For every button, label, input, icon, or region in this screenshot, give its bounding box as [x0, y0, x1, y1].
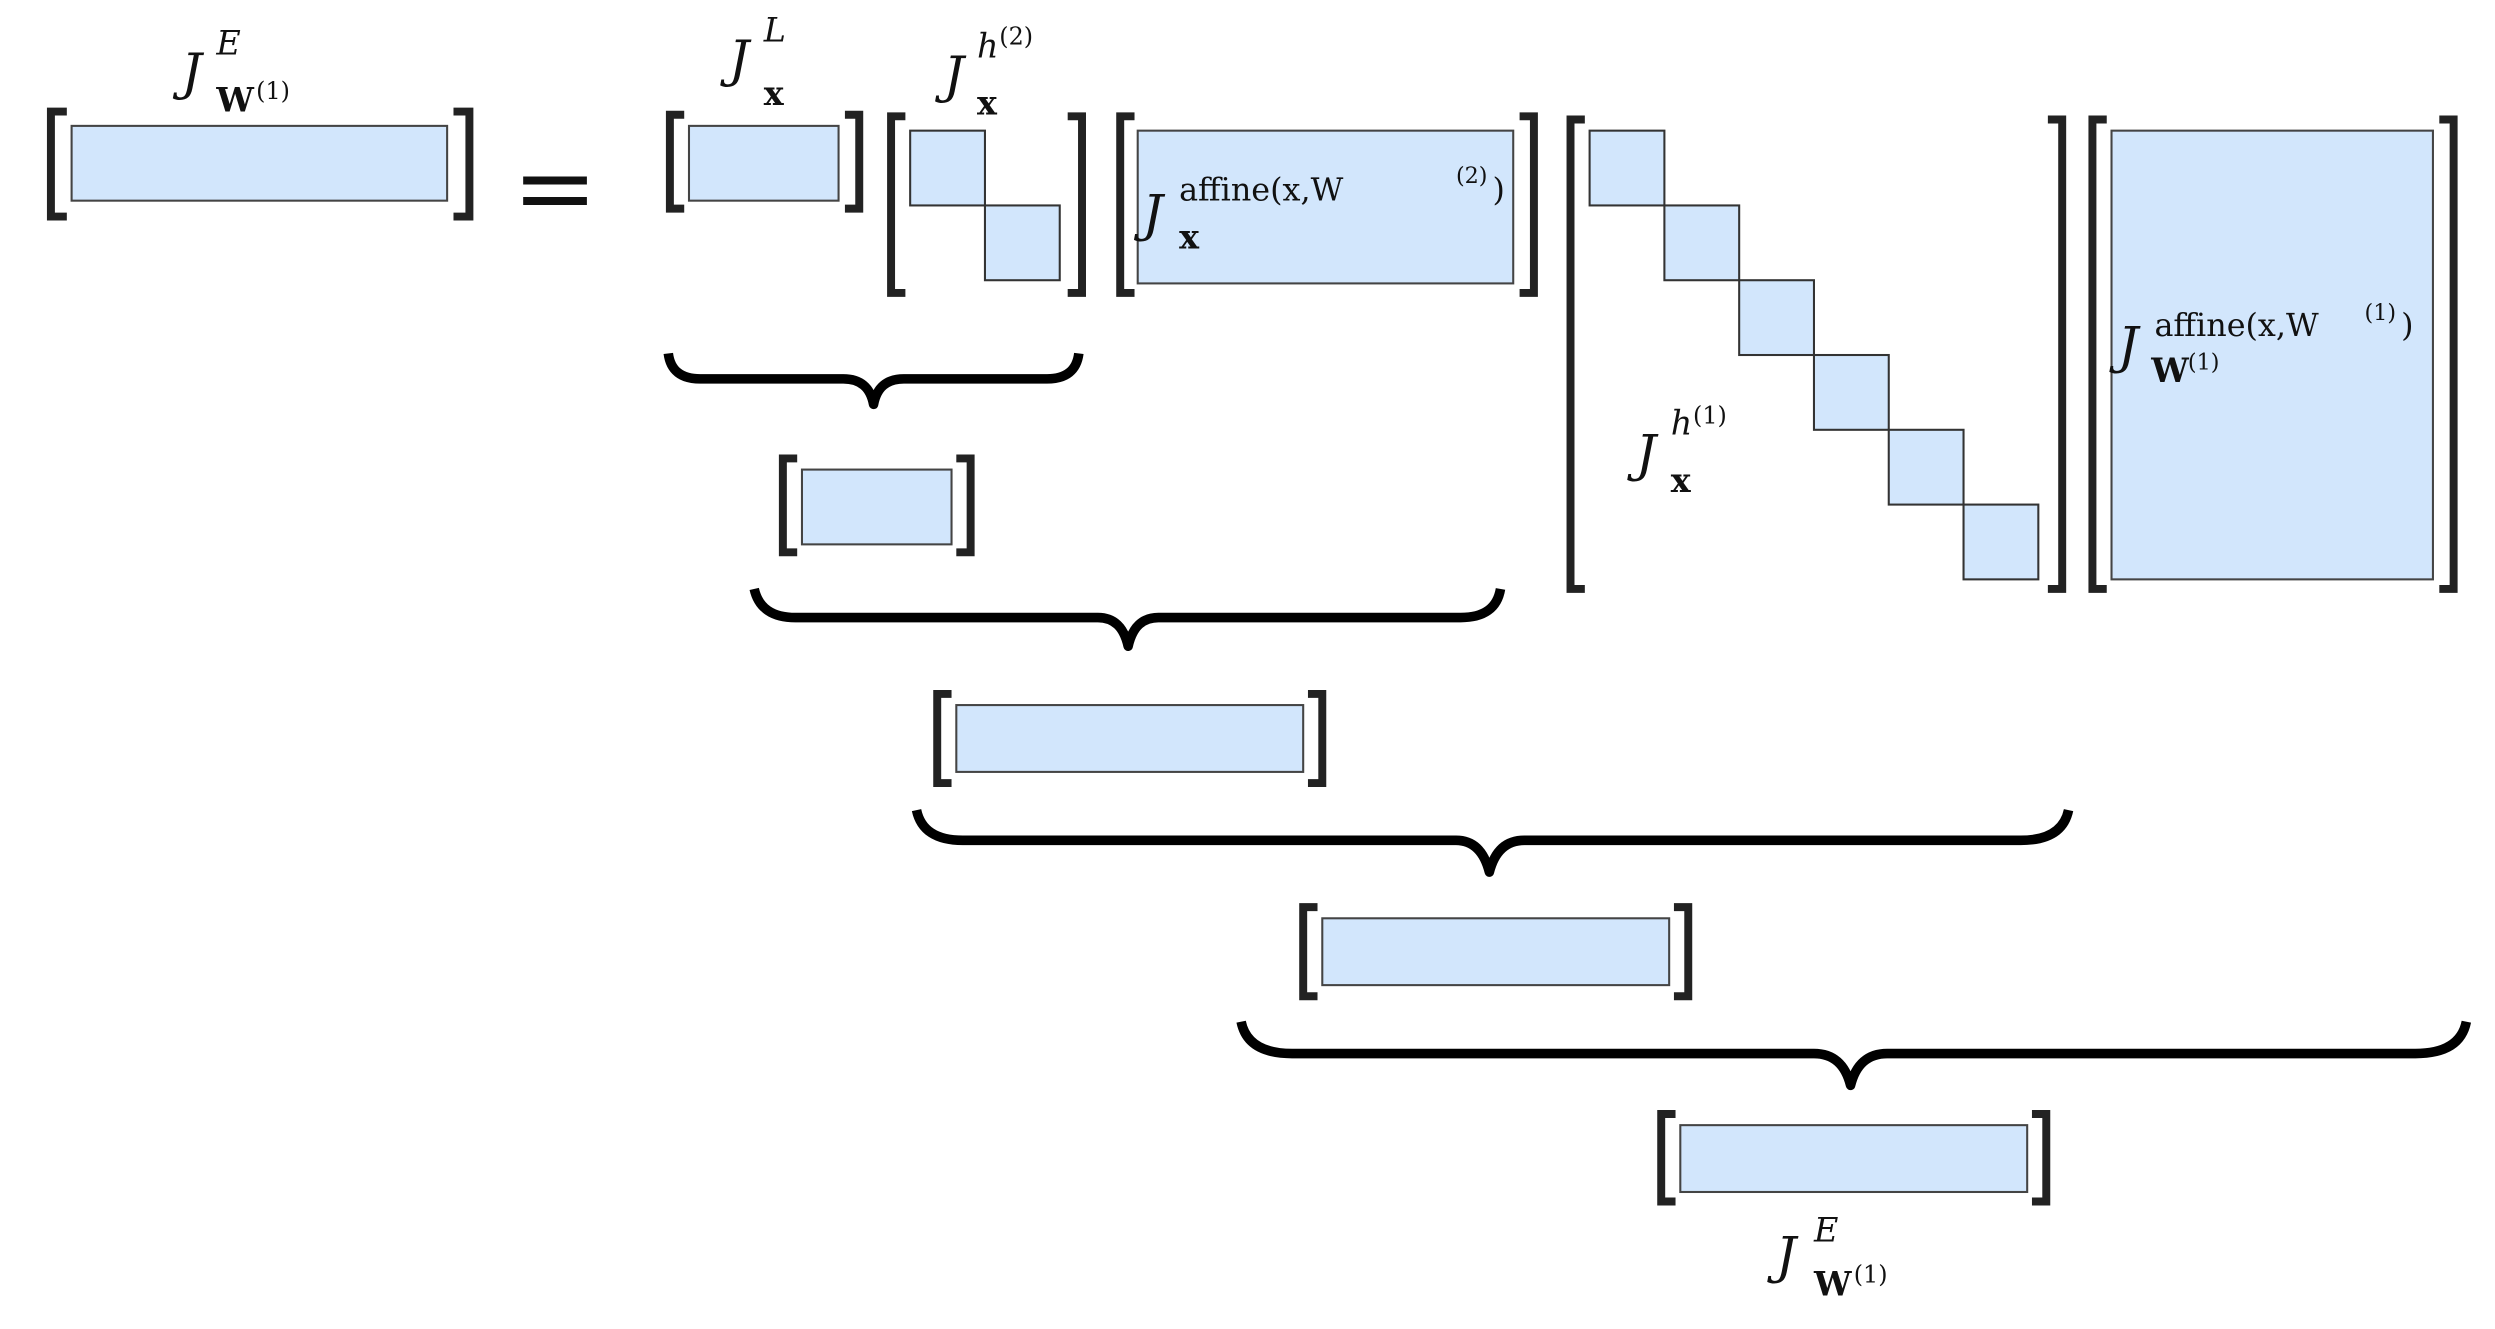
svg-text:(2): (2): [1456, 163, 1488, 189]
svg-text:E: E: [1813, 1210, 1838, 1249]
brace-1: [663, 352, 1084, 410]
svg-text:J: J: [1767, 1227, 1799, 1286]
jh1-matrix: [1566, 115, 2067, 593]
jaff1-matrix: [2088, 115, 2458, 593]
svg-text:affine(x,W: affine(x,W: [1179, 171, 1344, 209]
svg-text:x: x: [764, 74, 785, 113]
jh2-matrix: [887, 112, 1086, 297]
svg-text:W: W: [2150, 351, 2189, 390]
svg-text:J: J: [1627, 425, 1659, 484]
svg-text:x: x: [977, 84, 998, 123]
brace-4: [1236, 1020, 2472, 1091]
result-label: J E W (1): [1767, 1210, 1888, 1303]
svg-text:x: x: [1671, 461, 1692, 500]
svg-text:): ): [1493, 171, 1505, 209]
product-3-matrix: [1299, 903, 1693, 1001]
lhs-label: J E W (1): [172, 23, 290, 119]
svg-text:E: E: [215, 23, 240, 62]
jh2-label: J h (2) x: [935, 23, 1034, 123]
svg-text:): ): [2401, 306, 2413, 344]
jaff1-label: J affine(x,W (1) ) W (1): [2109, 300, 2414, 390]
svg-text:L: L: [763, 11, 786, 50]
svg-text:(1): (1): [256, 77, 290, 105]
svg-text:(2): (2): [999, 23, 1033, 51]
jaff2-label: J affine(x,W (2) ) x: [1133, 163, 1504, 256]
jh1-label: J h (1) x: [1627, 401, 1727, 499]
jl-matrix: [665, 110, 864, 213]
svg-text:W: W: [215, 81, 254, 120]
equals-sign: =: [512, 129, 597, 248]
brace-3: [911, 808, 2074, 877]
svg-text:(1): (1): [1854, 1261, 1888, 1289]
product-2-matrix: [933, 689, 1327, 788]
svg-text:W: W: [1813, 1264, 1852, 1303]
svg-text:h: h: [1671, 404, 1693, 443]
svg-text:J: J: [935, 46, 967, 105]
jaff2-matrix: [1116, 112, 1538, 297]
svg-text:h: h: [977, 26, 999, 65]
svg-text:(1): (1): [2188, 349, 2220, 375]
svg-text:J: J: [720, 31, 752, 90]
svg-text:x: x: [1179, 217, 1200, 256]
lhs-matrix: [46, 107, 474, 221]
svg-text:(1): (1): [1693, 401, 1727, 429]
jl-label: J L x: [720, 11, 786, 114]
svg-text:affine(x,W: affine(x,W: [2154, 306, 2319, 344]
product-1-matrix: [778, 454, 975, 557]
result-matrix: [1657, 1110, 2051, 1206]
svg-text:(1): (1): [2365, 300, 2397, 326]
brace-2: [749, 587, 1506, 651]
svg-text:J: J: [172, 43, 204, 102]
